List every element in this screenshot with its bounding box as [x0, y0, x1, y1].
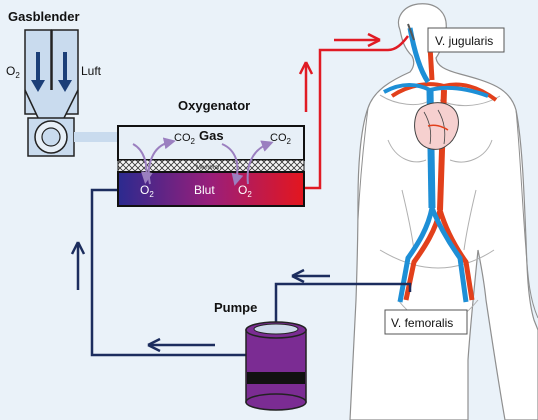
label-co2-right: CO2 — [270, 132, 292, 146]
title-gasblender: Gasblender — [8, 9, 80, 24]
label-membran: Membran — [196, 165, 221, 171]
venous-arrow-left-upper — [291, 268, 330, 284]
label-box-jugularis — [427, 27, 505, 53]
label-gas: Gas — [199, 128, 224, 143]
body-silhouette — [349, 3, 538, 420]
arterial-arrow-right — [334, 32, 381, 48]
patient-body — [349, 3, 538, 420]
venous-drain-line — [274, 282, 412, 330]
pump-top-icon — [253, 323, 299, 335]
arterial-arrow-up — [298, 61, 314, 112]
title-oxygenator: Oxygenator — [178, 98, 250, 113]
label-v-jugularis: V. jugularis — [435, 34, 493, 48]
oxygenator — [117, 125, 305, 207]
venous-arrow-left — [147, 337, 215, 353]
title-pumpe: Pumpe — [214, 300, 257, 315]
label-box-femoralis — [384, 309, 468, 335]
label-v-femoralis: V. femoralis — [391, 316, 453, 330]
label-luft: Luft — [81, 64, 102, 78]
arterial-return-line — [304, 48, 388, 190]
label-blut: Blut — [194, 183, 215, 197]
pump — [245, 321, 307, 411]
venous-arrow-up — [70, 241, 86, 290]
label-o2-blood-right: O2 — [238, 183, 252, 199]
blood-vessels — [383, 23, 498, 303]
label-o2-blood-left: O2 — [140, 183, 154, 199]
label-o2-input: O2 — [6, 64, 20, 80]
label-co2-left: CO2 — [174, 132, 196, 146]
gas-blender — [24, 29, 118, 157]
venous-to-oxygenator-line — [90, 188, 246, 357]
